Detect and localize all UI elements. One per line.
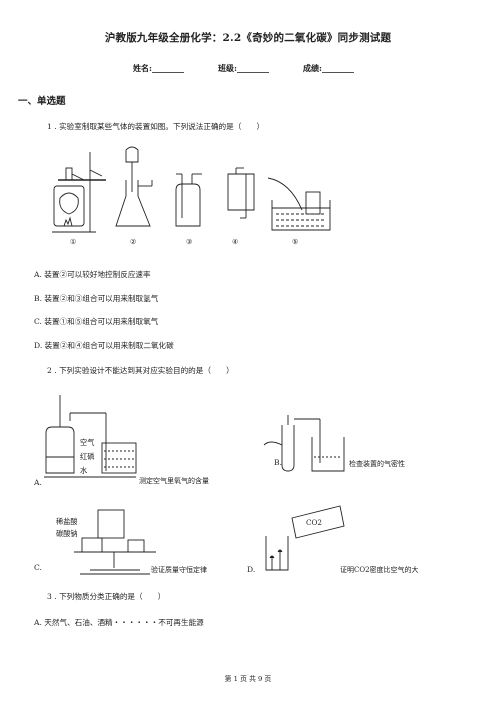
apparatus-2-flask <box>115 146 153 227</box>
q1-option-c: C. 装置①和⑤组合可以用来制取氧气 <box>34 317 159 326</box>
q2-a-tag-air: 空气 <box>80 438 95 447</box>
figure-label-2: ② <box>130 237 137 246</box>
q2-a-tag-water: 水 <box>80 466 88 475</box>
figure-label-4: ④ <box>232 237 239 246</box>
section-heading: 一、单选题 <box>18 96 66 107</box>
apparatus-3-bottle <box>175 173 202 227</box>
q1-option-d: D. 装置②和④组合可以用来制取二氧化碳 <box>34 341 174 350</box>
q2-option-c-label: C. <box>34 563 42 572</box>
q1-apparatus-figure <box>52 146 331 233</box>
q2-c-tag-carbonate: 碳酸钠 <box>56 529 78 539</box>
score-field: 成绩:________ <box>303 63 354 73</box>
name-field: 姓名:________ <box>133 63 184 73</box>
q1-option-a: A. 装置②可以较好地控制反应速率 <box>34 270 151 279</box>
question-2-stem: 2 . 下列实验设计不能达到其对应实验目的的是（ ） <box>47 366 234 375</box>
q2-option-a-caption: 测定空气里氧气的含量 <box>139 477 209 485</box>
q3-option-a: A. 天然气、石油、酒精・・・・・・不可再生能源 <box>34 618 204 627</box>
q2-option-c-caption: 验证质量守恒定律 <box>151 566 207 574</box>
apparatus-1-heating <box>52 152 106 233</box>
q2-figure-d <box>265 505 345 571</box>
q2-option-b-caption: 检查装置的气密性 <box>349 460 405 468</box>
q2-d-tag-co2: CO2 <box>306 518 322 527</box>
figure-label-5: ⑤ <box>292 237 299 246</box>
apparatus-4-inverted-bottle <box>227 167 255 219</box>
page-footer: 第 1 页 共 9 页 <box>224 675 272 683</box>
q2-option-d-caption: 证明CO2密度比空气的大 <box>340 566 419 574</box>
q2-option-a-label: A. <box>34 478 42 487</box>
apparatus-5-water-trough <box>267 177 331 231</box>
figure-label-1: ① <box>70 237 77 246</box>
figure-label-3: ③ <box>186 237 193 246</box>
question-1-stem: 1 . 实验室制取某些气体的装置如图。下列说法正确的是（ ） <box>47 122 265 131</box>
q2-figure-c <box>74 509 156 575</box>
q2-option-d-label: D. <box>247 565 256 574</box>
q1-option-b: B. 装置②和③组合可以用来制取氢气 <box>34 294 159 303</box>
q2-figure-b <box>263 415 345 472</box>
q2-a-tag-phosphorus: 红磷 <box>80 452 95 461</box>
q2-figure-a <box>44 395 137 478</box>
q2-c-tag-acid: 稀盐酸 <box>56 517 78 527</box>
page-title: 沪教版九年级全册化学：2.2《奇妙的二氧化碳》同步测试题 <box>104 32 392 44</box>
q2-option-b-label: B. <box>274 458 282 467</box>
question-3-stem: 3 . 下列物质分类正确的是（ ） <box>47 592 166 601</box>
class-field: 班级:________ <box>218 63 269 73</box>
